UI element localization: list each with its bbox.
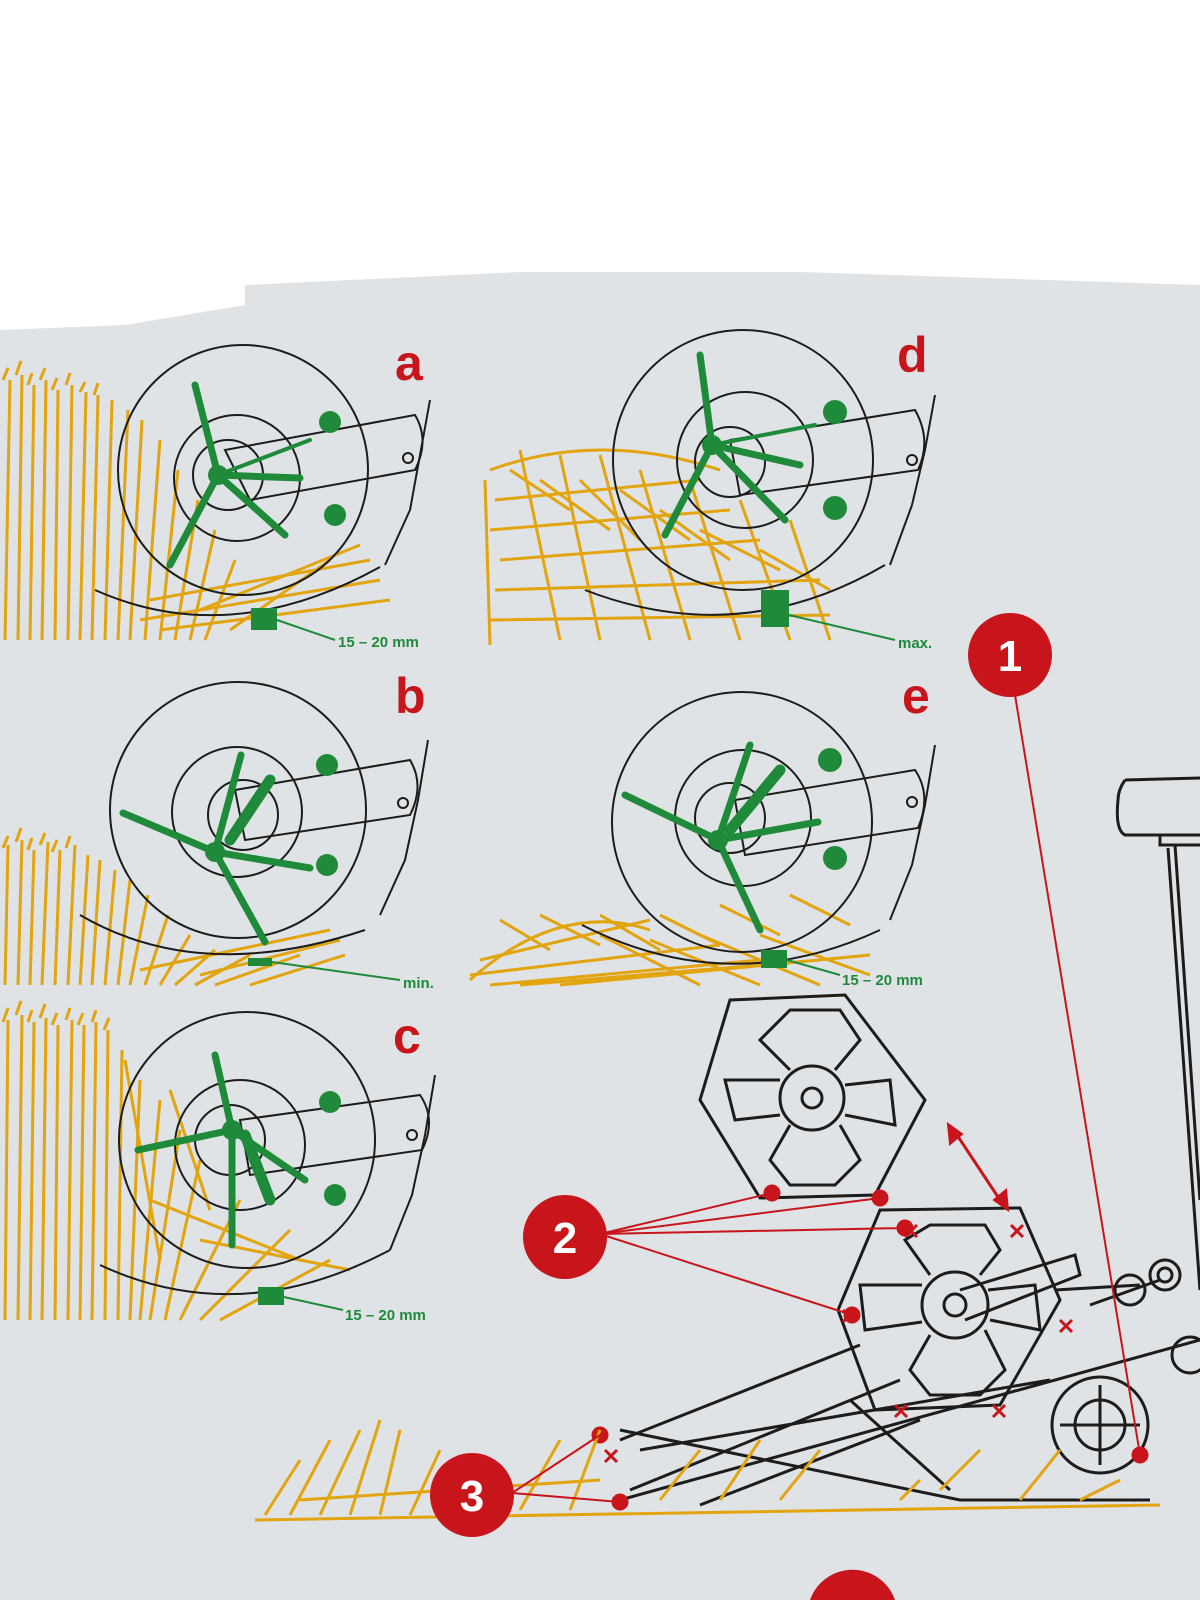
panel-c-letter: c — [393, 1008, 421, 1064]
crop-icon — [254, 1419, 1161, 1522]
reel-icon — [584, 329, 936, 641]
panel-e-measurement: 15 – 20 mm — [842, 972, 923, 989]
reel-icon — [94, 344, 431, 641]
panel-b-letter: b — [395, 668, 426, 724]
panel-e: e 15 – 20 mm — [469, 668, 936, 989]
callout-3-number: 3 — [460, 1472, 484, 1521]
panel-a: a 15 – 20 mm — [1, 335, 431, 651]
callout-2: 2 — [523, 1195, 607, 1279]
callout-1-number: 1 — [998, 632, 1022, 681]
panel-c-measurement: 15 – 20 mm — [345, 1307, 426, 1324]
panel-a-measurement: 15 – 20 mm — [338, 634, 419, 651]
panel-b: b min. — [1, 668, 434, 992]
crop-icon — [483, 448, 832, 646]
callout-2-number: 2 — [553, 1214, 577, 1263]
reel-icon — [79, 681, 429, 981]
callout-1: 1 — [968, 613, 1052, 697]
panel-d-letter: d — [897, 327, 928, 383]
panel-b-measurement: min. — [403, 975, 434, 992]
reel-icon — [581, 691, 936, 976]
panel-c: c 15 – 20 mm — [1, 1000, 436, 1324]
callout-3: 3 — [430, 1453, 514, 1537]
combine-header-icon — [591, 776, 1200, 1511]
partial-callout — [810, 1569, 895, 1600]
panel-d-measurement: max. — [898, 635, 932, 652]
crop-icon — [1, 1000, 351, 1322]
crop-icon — [469, 893, 871, 987]
panel-d: d max. — [483, 327, 936, 652]
panel-a-letter: a — [395, 335, 424, 391]
callout-leaders — [511, 694, 1141, 1503]
panel-e-letter: e — [902, 668, 930, 724]
reel-icon — [99, 1011, 436, 1311]
